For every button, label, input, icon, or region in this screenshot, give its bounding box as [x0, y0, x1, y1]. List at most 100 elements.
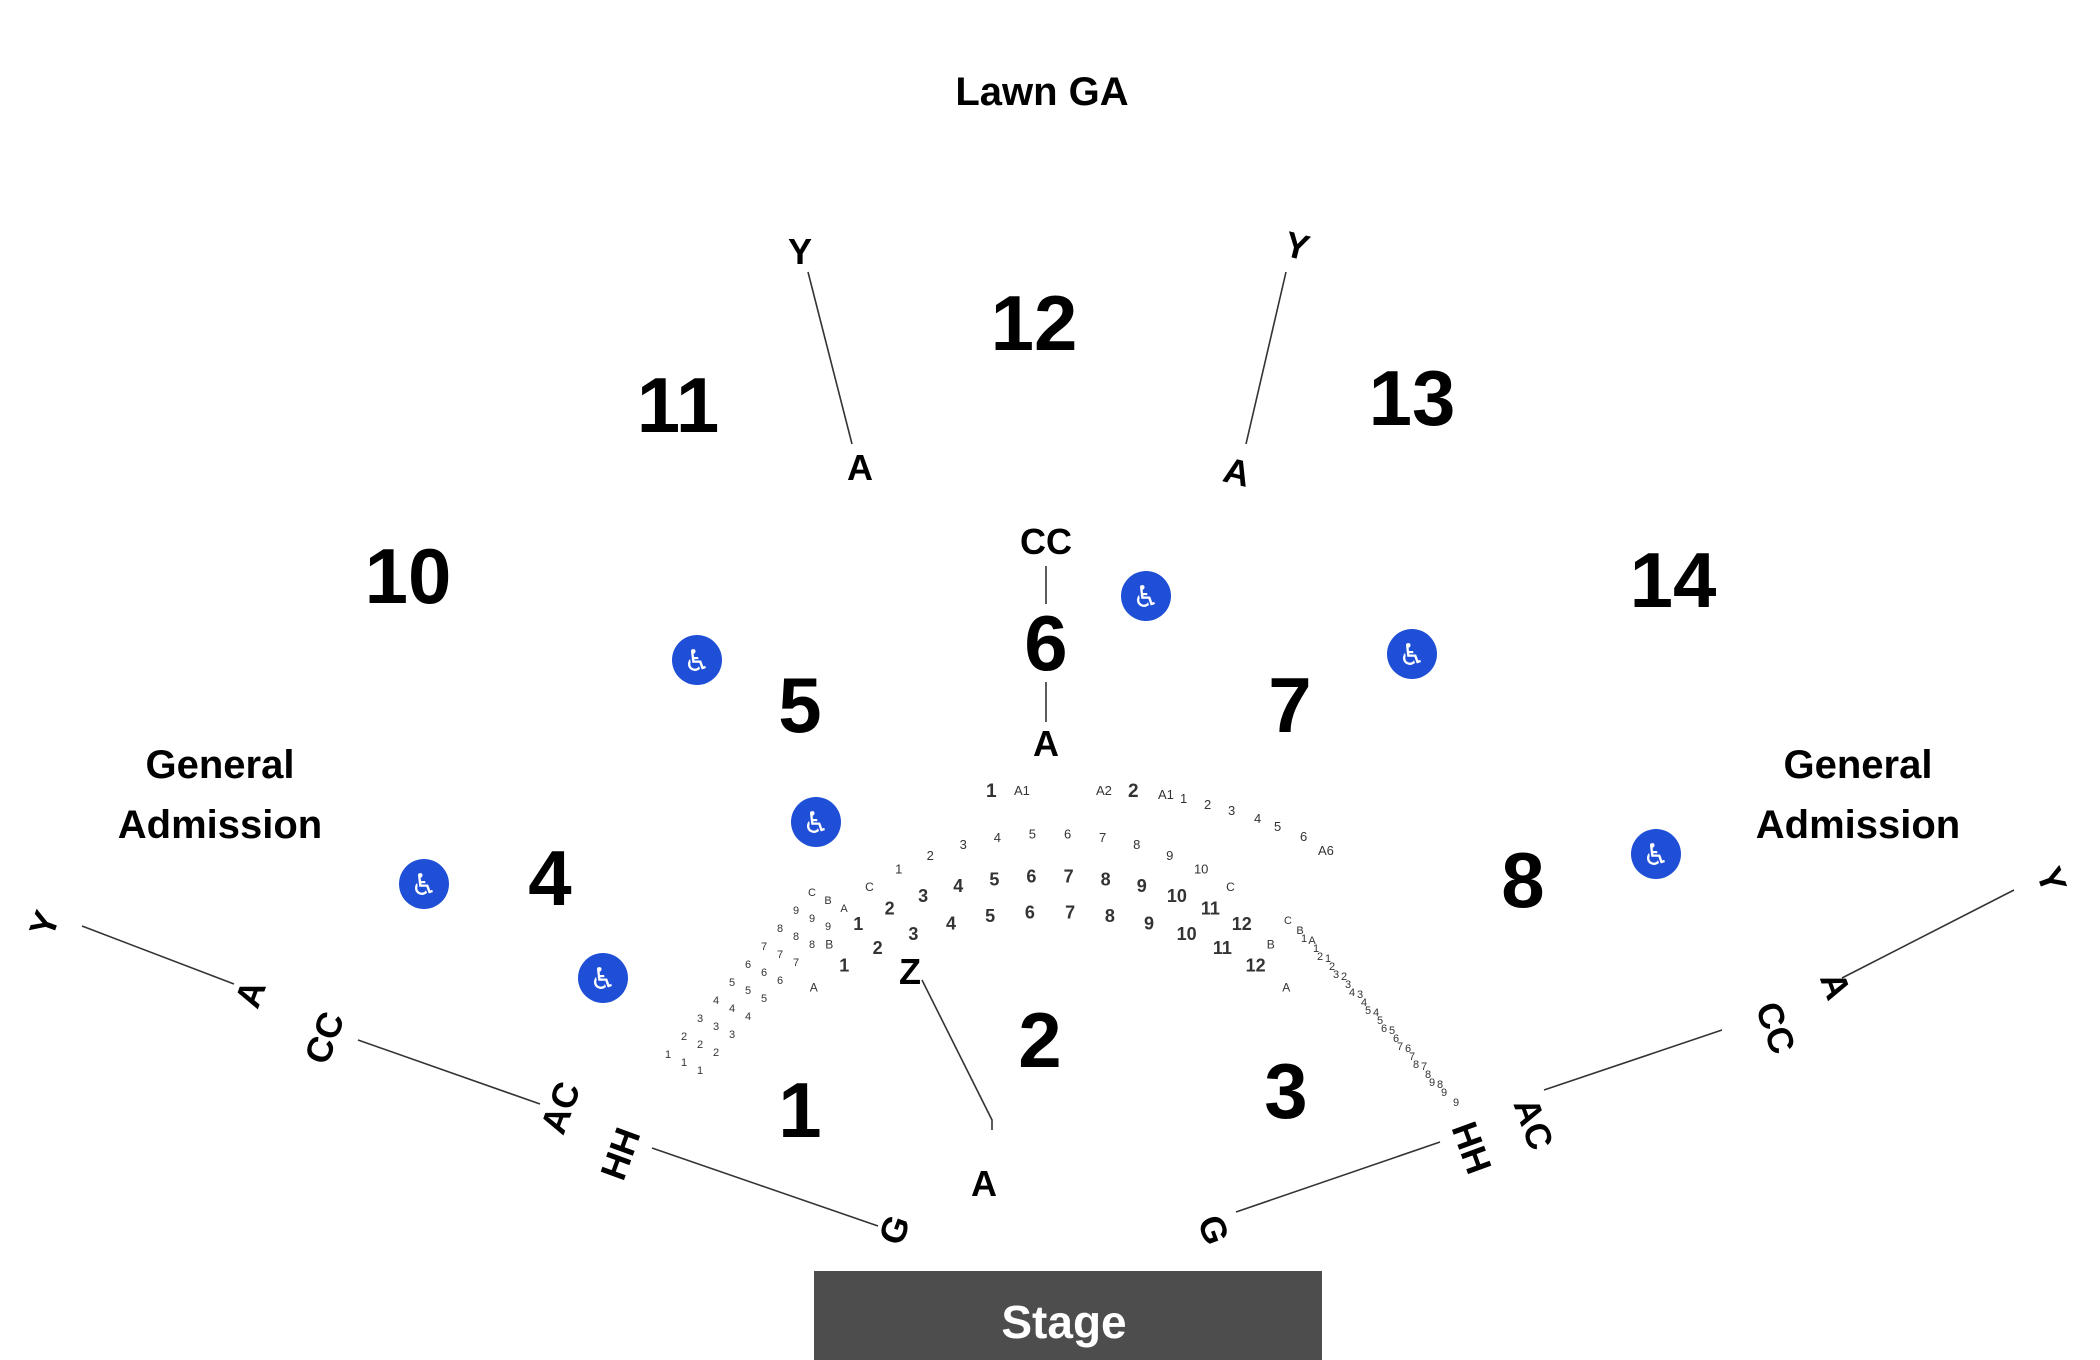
- seat-label[interactable]: 6: [1381, 1023, 1387, 1035]
- seat-label[interactable]: 9: [809, 913, 815, 925]
- seat-label[interactable]: 2: [1317, 951, 1323, 963]
- section-11[interactable]: 11: [637, 361, 719, 449]
- seat-label[interactable]: 12: [1232, 914, 1252, 934]
- seat-label[interactable]: 8: [1425, 1069, 1431, 1081]
- seat-label[interactable]: 8: [1105, 906, 1115, 926]
- seat-label[interactable]: 7: [777, 949, 783, 961]
- seat-label[interactable]: 3: [960, 837, 967, 852]
- seat-label[interactable]: 9: [1137, 876, 1147, 896]
- seat-label[interactable]: 2: [681, 1031, 687, 1043]
- seat-label[interactable]: 7: [1065, 903, 1075, 923]
- seat-label[interactable]: 10: [1167, 886, 1187, 906]
- seat-label[interactable]: 6: [761, 967, 767, 979]
- seat-label[interactable]: B: [825, 937, 833, 951]
- seat-label[interactable]: 2: [885, 899, 895, 919]
- section-14[interactable]: 14: [1630, 536, 1717, 624]
- seat-label[interactable]: 7: [793, 957, 799, 969]
- seat-label[interactable]: 11: [1201, 899, 1220, 919]
- seat-label[interactable]: 4: [946, 913, 956, 933]
- ga-right-line2[interactable]: Admission: [1756, 803, 1960, 847]
- section-12[interactable]: 12: [991, 279, 1078, 367]
- section-10[interactable]: 10: [365, 532, 452, 620]
- ga-left-line2[interactable]: Admission: [118, 803, 322, 847]
- seat-label[interactable]: 8: [809, 939, 815, 951]
- section-3[interactable]: 3: [1264, 1047, 1307, 1135]
- seat-label[interactable]: 7: [1397, 1041, 1403, 1053]
- seat-label[interactable]: 2: [927, 848, 934, 863]
- seat-label[interactable]: 5: [985, 906, 995, 926]
- seat-label[interactable]: 5: [761, 993, 767, 1005]
- seat-label[interactable]: 2: [1128, 781, 1139, 802]
- seat-label[interactable]: 4: [713, 995, 719, 1007]
- seat-label[interactable]: 6: [1064, 827, 1071, 842]
- seat-label[interactable]: 5: [1274, 819, 1281, 834]
- seat-label[interactable]: 9: [793, 905, 799, 917]
- seat-label[interactable]: C: [808, 887, 816, 899]
- seat-label[interactable]: 9: [1429, 1077, 1435, 1089]
- seat-label[interactable]: 8: [793, 931, 799, 943]
- seat-label[interactable]: 6: [1405, 1043, 1411, 1055]
- ga-right-line1[interactable]: General: [1784, 743, 1933, 787]
- seat-label[interactable]: 7: [761, 941, 767, 953]
- seat-label[interactable]: 10: [1194, 862, 1208, 877]
- seat-label[interactable]: C: [1284, 915, 1292, 927]
- seat-label[interactable]: A: [1282, 981, 1290, 995]
- seat-label[interactable]: 6: [777, 975, 783, 987]
- seat-label[interactable]: 12: [1246, 955, 1266, 975]
- seat-label[interactable]: A2: [1096, 783, 1112, 798]
- seat-label[interactable]: 11: [1213, 938, 1232, 958]
- section-4[interactable]: 4: [528, 834, 571, 922]
- wheelchair-icon[interactable]: ♿: [791, 797, 841, 847]
- seat-label[interactable]: 8: [1133, 837, 1140, 852]
- seat-label[interactable]: C: [1226, 880, 1235, 894]
- seat-label[interactable]: 3: [697, 1013, 703, 1025]
- section-13[interactable]: 13: [1369, 354, 1456, 442]
- seat-label[interactable]: 1: [839, 955, 849, 975]
- seat-label[interactable]: 1: [895, 862, 902, 877]
- seat-label[interactable]: 7: [1421, 1061, 1427, 1073]
- wheelchair-icon[interactable]: ♿: [399, 859, 449, 909]
- seat-label[interactable]: 8: [1413, 1059, 1419, 1071]
- seat-label[interactable]: 4: [729, 1003, 735, 1015]
- seat-label[interactable]: 3: [729, 1029, 735, 1041]
- seat-label[interactable]: 6: [1300, 829, 1307, 844]
- section-6[interactable]: 6: [1024, 599, 1067, 687]
- seat-label[interactable]: 9: [1441, 1087, 1447, 1099]
- seat-label[interactable]: 4: [1361, 997, 1367, 1009]
- seat-label[interactable]: 3: [1333, 969, 1339, 981]
- seat-label[interactable]: 5: [1029, 827, 1036, 842]
- seat-label[interactable]: 5: [1389, 1025, 1395, 1037]
- seat-label[interactable]: 2: [873, 938, 883, 958]
- seat-label[interactable]: 5: [745, 985, 751, 997]
- ga-left-line1[interactable]: General: [146, 743, 295, 787]
- seat-label[interactable]: 5: [729, 977, 735, 989]
- seat-label[interactable]: 1: [1313, 943, 1319, 955]
- seat-label[interactable]: 3: [1228, 803, 1235, 818]
- seat-label[interactable]: 6: [1026, 866, 1036, 886]
- seat-label[interactable]: 2: [1329, 961, 1335, 973]
- seat-label[interactable]: 9: [825, 921, 831, 933]
- wheelchair-icon[interactable]: ♿: [672, 635, 722, 685]
- section-5[interactable]: 5: [778, 661, 821, 749]
- seat-label[interactable]: 8: [1101, 870, 1111, 890]
- seat-label[interactable]: 2: [1204, 797, 1211, 812]
- seat-label[interactable]: 1: [665, 1049, 671, 1061]
- seat-label[interactable]: B: [1267, 937, 1275, 951]
- seat-label[interactable]: 4: [953, 876, 963, 896]
- seat-label[interactable]: 5: [989, 870, 999, 890]
- seat-label[interactable]: 7: [1099, 830, 1106, 845]
- seat-label[interactable]: 1: [853, 914, 863, 934]
- seat-label[interactable]: 9: [1166, 848, 1173, 863]
- seat-label[interactable]: 4: [745, 1011, 751, 1023]
- section-8[interactable]: 8: [1501, 836, 1544, 924]
- seat-label[interactable]: 6: [1025, 903, 1035, 923]
- seat-label[interactable]: 1: [681, 1057, 687, 1069]
- seat-label[interactable]: 9: [1144, 913, 1154, 933]
- seat-label[interactable]: 2: [1341, 971, 1347, 983]
- seat-label[interactable]: 6: [745, 959, 751, 971]
- seat-label[interactable]: A6: [1318, 843, 1334, 858]
- seat-label[interactable]: A: [1308, 935, 1316, 947]
- seat-label[interactable]: 3: [908, 924, 918, 944]
- seat-label[interactable]: 9: [1453, 1097, 1459, 1109]
- seat-label[interactable]: 4: [1349, 987, 1355, 999]
